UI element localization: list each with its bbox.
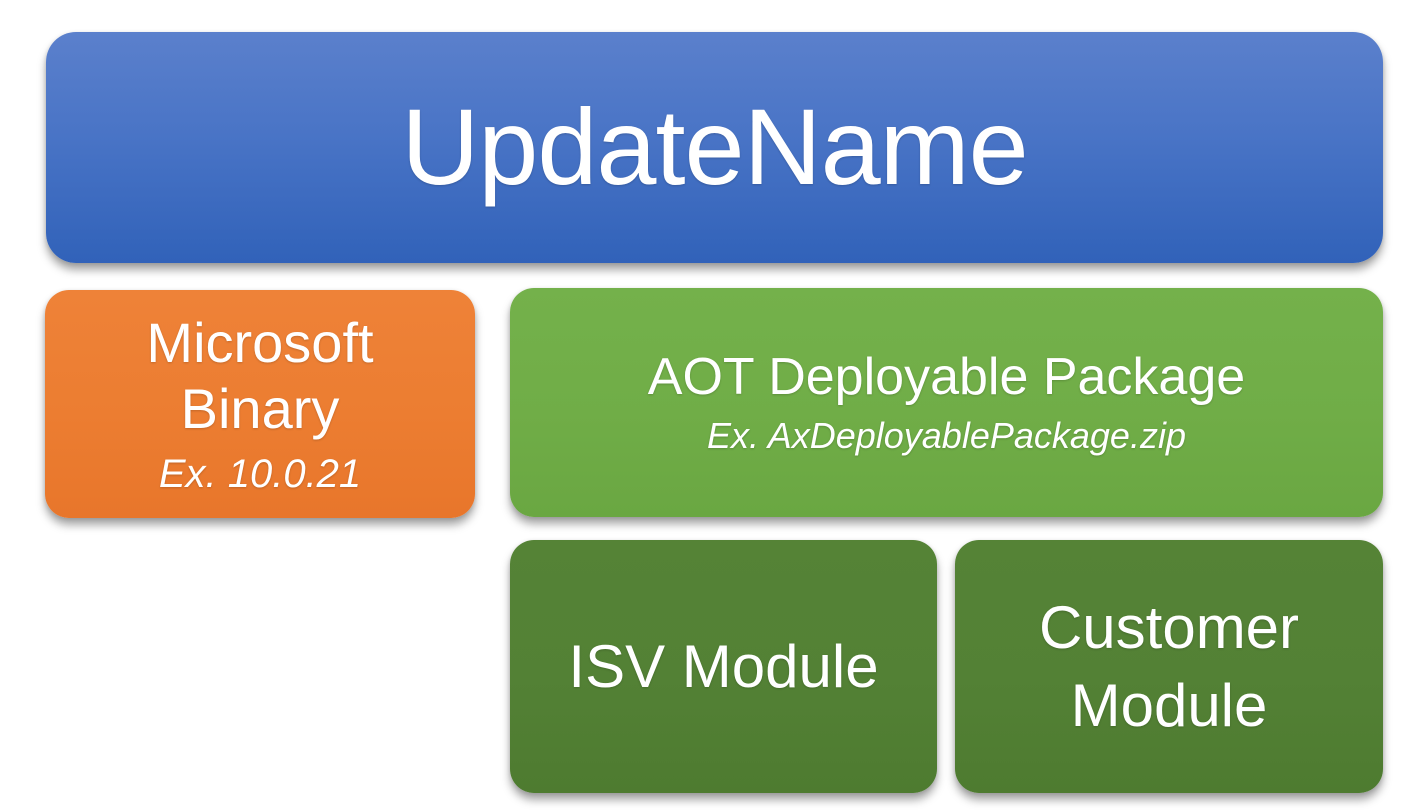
microsoft-binary-title: Microsoft Binary xyxy=(146,310,374,440)
isv-module-box: ISV Module xyxy=(510,540,937,793)
update-name-box: UpdateName xyxy=(46,32,1383,263)
customer-module-box: Customer Module xyxy=(955,540,1383,793)
customer-module-title: Customer Module xyxy=(1038,593,1300,739)
aot-deployable-package-title: AOT Deployable Package xyxy=(647,348,1246,406)
isv-module-title: ISV Module xyxy=(568,632,879,700)
aot-deployable-package-box: AOT Deployable Package Ex. AxDeployableP… xyxy=(510,288,1383,517)
update-name-label: UpdateName xyxy=(401,86,1028,208)
aot-deployable-package-example: Ex. AxDeployablePackage.zip xyxy=(707,414,1186,456)
microsoft-binary-box: Microsoft Binary Ex. 10.0.21 xyxy=(45,290,475,518)
microsoft-binary-example: Ex. 10.0.21 xyxy=(158,452,362,497)
